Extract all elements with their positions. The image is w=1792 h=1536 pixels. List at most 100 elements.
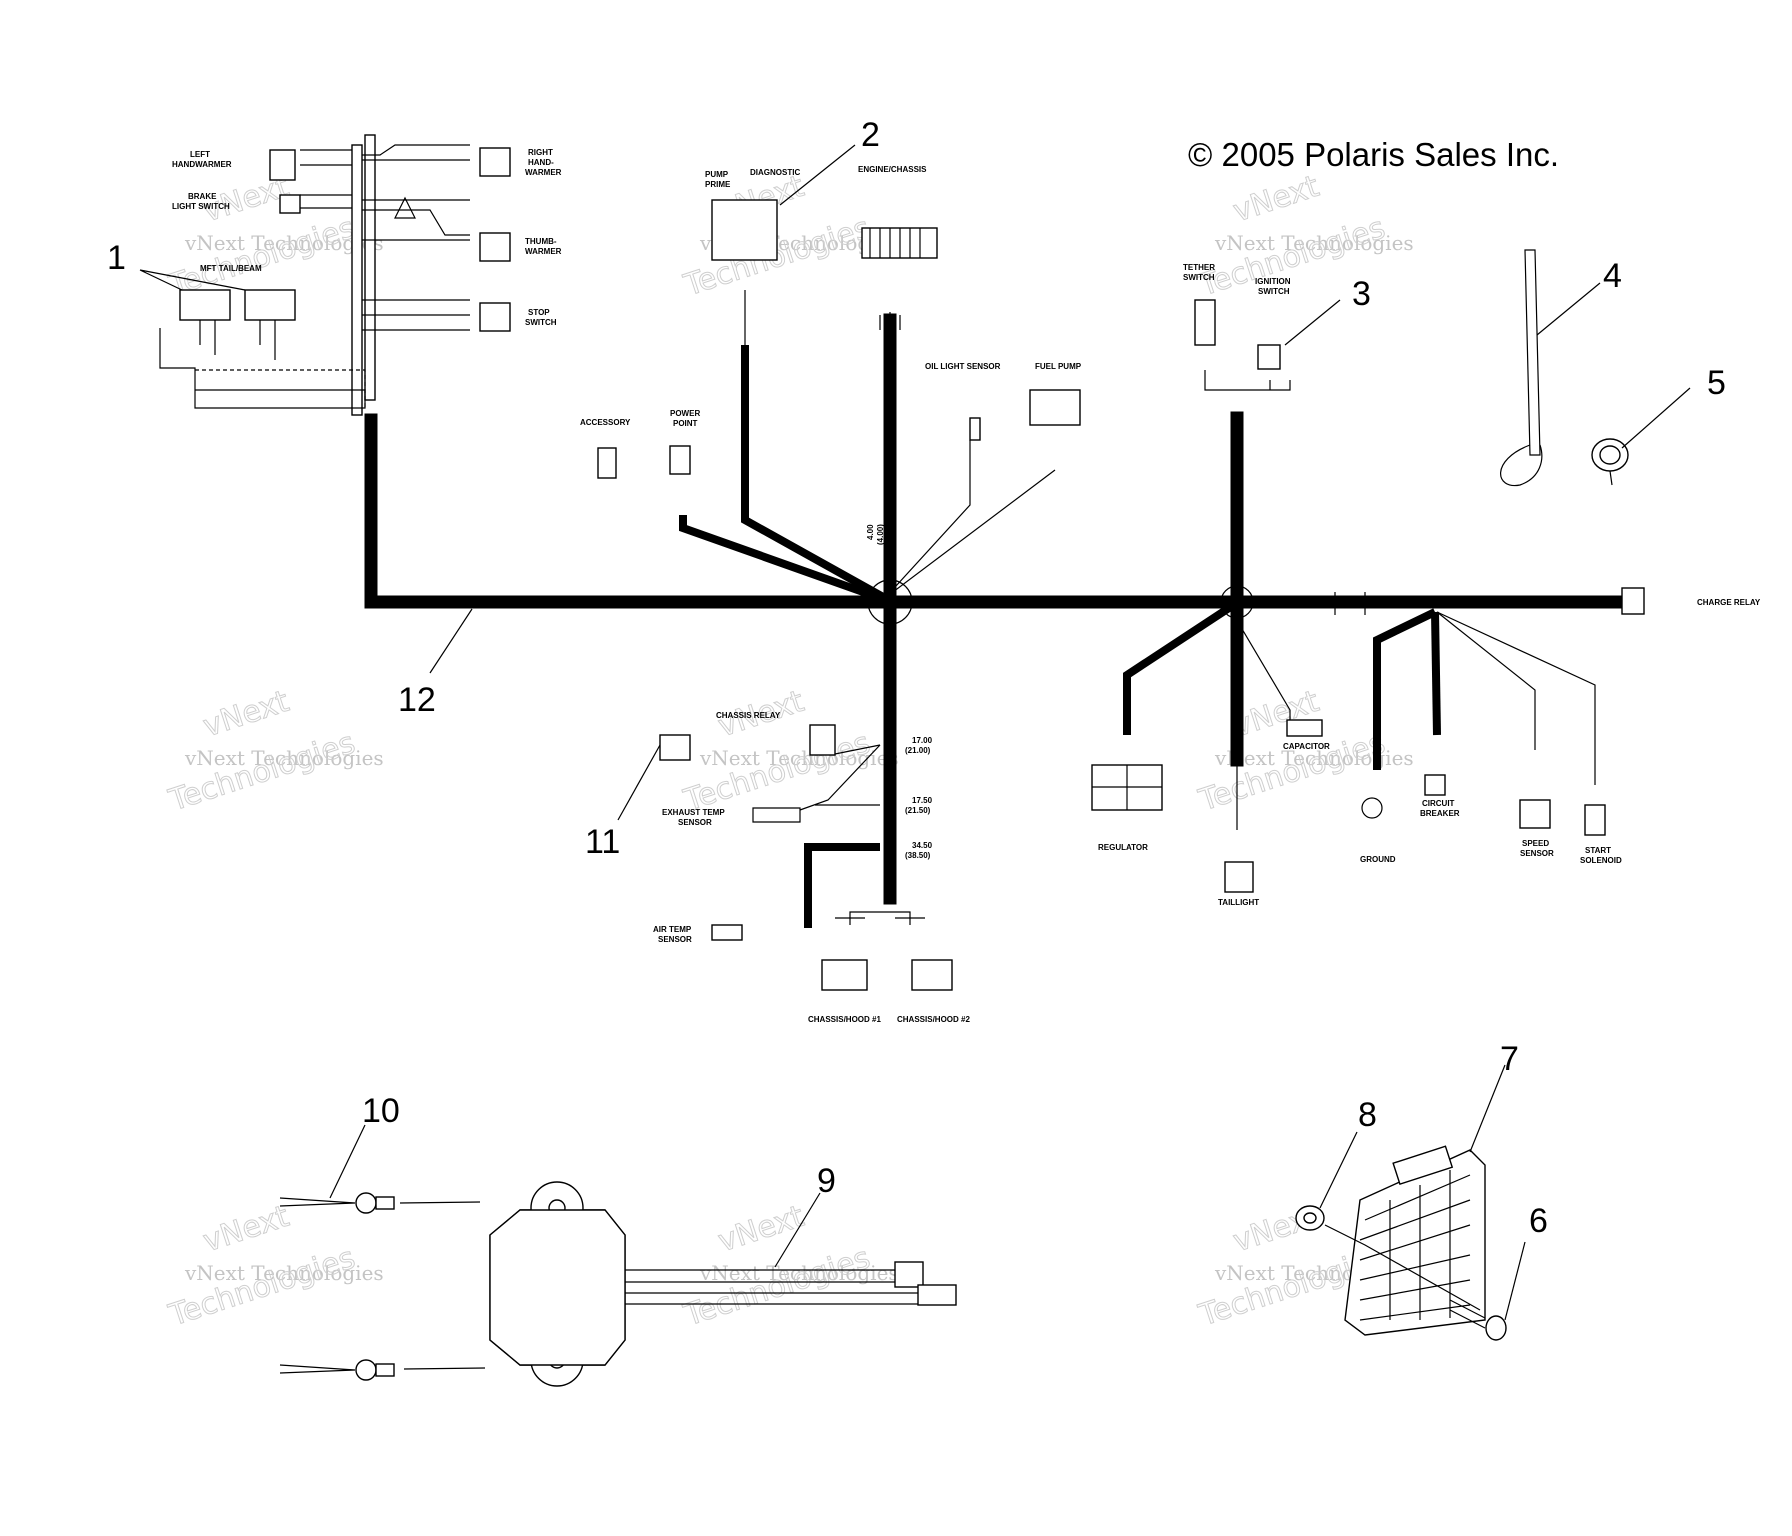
label-exhaust-temp-sensor: SENSOR (678, 818, 712, 827)
capacitor-item (1286, 719, 1323, 737)
stop-switch-connector (479, 302, 511, 332)
label-charge-relay: CHARGE RELAY (1697, 598, 1761, 607)
watermark-text: vNext (1229, 169, 1323, 229)
air-temp-sensor-probe (711, 924, 743, 941)
callout-5: 5 (1707, 364, 1726, 402)
chassis-relay-connector (809, 724, 836, 756)
engine-chassis-connectors (597, 199, 1645, 615)
label-power-point: POWER (670, 409, 700, 418)
dimension-text: (4.00) (876, 524, 885, 545)
label-diagnostic: DIAGNOSTIC (750, 168, 800, 177)
label-start-solenoid: SOLENOID (1580, 856, 1622, 865)
watermark-text: vNext (199, 684, 293, 744)
label-speed-sensor: SENSOR (1520, 849, 1554, 858)
speed-sensor-connector (1519, 799, 1551, 829)
harness-bundle (364, 134, 376, 401)
label-stop-switch: STOP (528, 308, 550, 317)
start-solenoid-connector (1584, 804, 1606, 836)
power-point-connector (669, 445, 691, 475)
watermark-text: vNext Technologies (184, 231, 384, 255)
label-oil-light-sensor: OIL LIGHT SENSOR (925, 362, 1001, 371)
mfd-connector-left (179, 289, 231, 321)
watermark-text: vNext (714, 1199, 808, 1259)
label-left-handwarmer: HANDWARMER (172, 160, 232, 169)
oil-light-sensor-connector (969, 417, 981, 441)
callout-1: 1 (107, 239, 126, 277)
label-stop-switch: SWITCH (525, 318, 557, 327)
chassis-hood-1-connector (821, 959, 868, 991)
watermark-text: vNext (199, 1199, 293, 1259)
callout-4: 4 (1603, 257, 1622, 295)
label-mfd-tail-beam: MFT TAIL/BEAM (200, 264, 262, 273)
label-accessory: ACCESSORY (580, 418, 631, 427)
label-left-handwarmer: LEFT (190, 150, 210, 159)
harness-junction (1220, 585, 1254, 619)
watermark-text: vNext Technologies (699, 1261, 899, 1285)
label-brake-light-switch: BRAKE (188, 192, 217, 201)
callout-10: 10 (362, 1092, 400, 1130)
label-right-handwarmer: HAND- (528, 158, 554, 167)
clip-part (1591, 438, 1629, 486)
label-air-temp-sensor: SENSOR (658, 935, 692, 944)
watermark-text: Technologies (164, 726, 359, 819)
watermark-text: Technologies (1194, 726, 1389, 819)
accessory-connector (597, 447, 617, 479)
label-exhaust-temp-sensor: EXHAUST TEMP (662, 808, 725, 817)
watermark-text: vNext Technologies (1214, 231, 1414, 255)
harness-bundle (351, 144, 363, 416)
left-handwarmer-connector (269, 149, 296, 181)
dimension-text: (38.50) (905, 851, 931, 860)
watermark-text: Technologies (679, 1241, 874, 1334)
label-chassis-hood-1: CHASSIS/HOOD #1 (808, 1015, 881, 1024)
tether-switch-connector (1194, 299, 1216, 346)
charge-relay-connector (1621, 587, 1645, 615)
label-right-handwarmer: WARMER (525, 168, 562, 177)
callout-12: 12 (398, 681, 436, 719)
label-ignition-switch: SWITCH (1258, 287, 1290, 296)
component-labels: LEFT HANDWARMER BRAKE LIGHT SWITCH RIGHT… (172, 148, 1761, 1024)
callout-numbers: 1 2 3 4 5 6 7 8 9 10 11 12 (107, 116, 1726, 1240)
circuit-breaker-connector (1424, 774, 1446, 796)
ignition-module-part (489, 1181, 957, 1387)
dimension-text: 34.50 (912, 841, 933, 850)
label-circuit-breaker: CIRCUIT (1422, 799, 1455, 808)
callout-2: 2 (861, 116, 880, 154)
rivet-part (279, 1192, 486, 1381)
watermark-text: vNext Technologies (699, 746, 899, 770)
label-thumb-warmer: THUMB- (525, 237, 557, 246)
brake-switch-connector (279, 194, 301, 214)
label-regulator: REGULATOR (1098, 843, 1148, 852)
label-pump-prime: PRIME (705, 180, 731, 189)
dimension-labels: 4.00 (4.00) 17.00 (21.00) 17.50 (21.50) … (866, 524, 933, 860)
chassis-relay-item (659, 734, 691, 761)
thumb-warmer-connector (479, 232, 511, 262)
label-circuit-breaker: BREAKER (1420, 809, 1460, 818)
harness-junction (867, 579, 913, 625)
dimension-text: (21.50) (905, 806, 931, 815)
mfd-connector-right (244, 289, 296, 321)
watermark-text: vNext Technologies (184, 1261, 384, 1285)
label-taillight: TAILLIGHT (1218, 898, 1259, 907)
callout-leaders (139, 144, 1691, 1321)
ground-terminal (1361, 797, 1383, 819)
label-thumb-warmer: WARMER (525, 247, 562, 256)
right-handwarmer-connector (479, 147, 511, 177)
label-brake-light-switch: LIGHT SWITCH (172, 202, 230, 211)
main-harness-trunk (364, 313, 1637, 928)
watermark-text: vNext Technologies (184, 746, 384, 770)
label-chassis-relay: CHASSIS RELAY (716, 711, 781, 720)
label-tether-switch: SWITCH (1183, 273, 1215, 282)
callout-6: 6 (1529, 1202, 1548, 1240)
voltage-regulator-part (1295, 1145, 1507, 1341)
label-pump-prime: PUMP (705, 170, 729, 179)
label-power-point: POINT (673, 419, 698, 428)
label-capacitor: CAPACITOR (1283, 742, 1330, 751)
watermark-text: Technologies (164, 1241, 359, 1334)
lower-connectors (659, 719, 1606, 991)
ignition-switch-connector (1257, 344, 1281, 370)
label-ground: GROUND (1360, 855, 1396, 864)
label-engine-chassis: ENGINE/CHASSIS (858, 165, 927, 174)
chassis-hood-2-connector (911, 959, 953, 991)
exhaust-temp-sensor-probe (752, 807, 801, 823)
